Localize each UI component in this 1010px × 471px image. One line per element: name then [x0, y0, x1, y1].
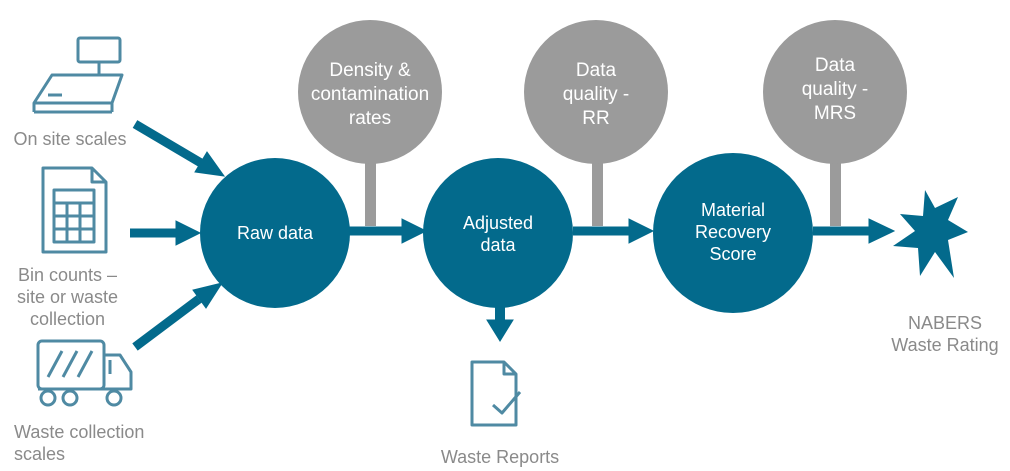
adjusted-to-reports-arrow	[486, 305, 514, 342]
calculator-document-icon	[41, 166, 108, 254]
scales-arrow	[132, 120, 226, 177]
raw-data-node	[200, 158, 350, 308]
report-check-icon	[470, 360, 522, 427]
bin-counts-label: Bin counts – site or waste collection	[16, 265, 119, 329]
raw-data-label: Raw data	[236, 223, 314, 243]
scale-icon	[32, 36, 124, 114]
quality-rr-stem	[592, 160, 603, 226]
adjusted-data-node	[423, 158, 573, 308]
adjusted-data-label: Adjusted data	[462, 213, 534, 255]
adjusted-to-mrs-arrow	[573, 218, 655, 244]
density-label: Density & contamination rates	[310, 60, 430, 129]
on-site-scales-label: On site scales	[13, 129, 127, 149]
waste-reports-label: Waste Reports	[440, 447, 560, 467]
quality-rr-label: Data quality - RR	[562, 60, 630, 129]
quality-mrs-stem	[830, 160, 841, 226]
waste-collection-scales-label: Waste collection scales	[14, 422, 145, 464]
density-stem	[365, 160, 376, 226]
density-circle	[298, 20, 442, 164]
mrs-label: Material Recovery Score	[694, 200, 772, 264]
raw-to-adjusted-arrow	[349, 218, 428, 244]
quality-mrs-label: Data quality - MRS	[801, 55, 869, 124]
bins-arrow	[130, 220, 202, 246]
quality-rr-circle	[524, 20, 668, 164]
mrs-node	[653, 153, 813, 313]
quality-mrs-circle	[763, 20, 907, 164]
truck-icon	[36, 339, 133, 407]
star-icon	[893, 190, 968, 278]
nabers-rating-label: NABERS Waste Rating	[891, 313, 999, 355]
mrs-to-rating-arrow	[813, 218, 896, 244]
truck-arrow	[132, 282, 224, 351]
